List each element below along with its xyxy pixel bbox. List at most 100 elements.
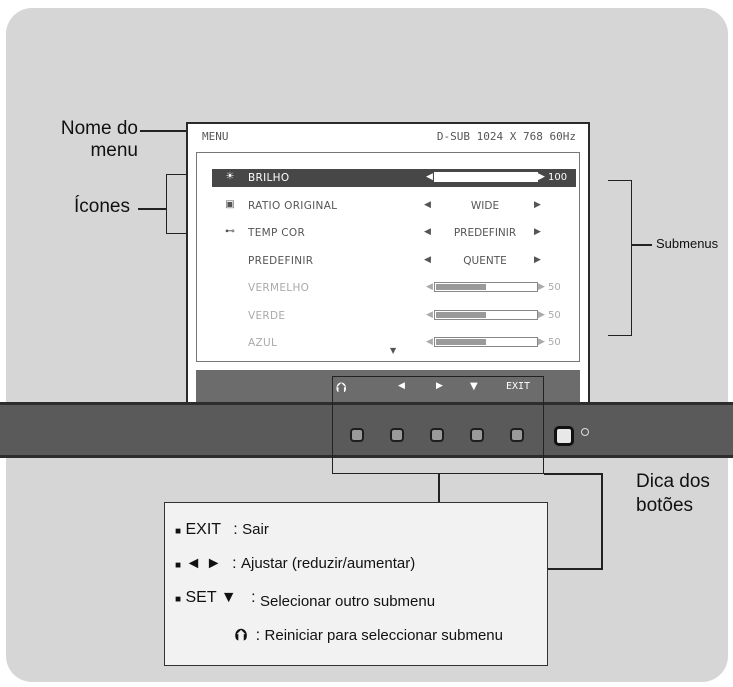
scroll-down-icon: ▼ bbox=[390, 346, 397, 355]
legend-row-return: ⮉ : Reiniciar para seleccionar submenu bbox=[235, 625, 503, 645]
callout-button-tip-line1: Dica dos bbox=[636, 471, 710, 492]
row-label: PREDEFINIR bbox=[248, 254, 314, 267]
right-arrow-icon: ▶ bbox=[534, 227, 541, 237]
callout-button-tip-line2: botões bbox=[636, 495, 694, 516]
legend-row-adjust: ■ ◄ ► : Ajustar (reduzir/aumentar) bbox=[175, 555, 415, 573]
power-button[interactable] bbox=[554, 426, 574, 446]
right-arrow-icon: ▶ bbox=[436, 381, 443, 391]
osd-row-predefinir[interactable]: PREDEFINIR ◀ QUENTE ▶ bbox=[212, 252, 576, 270]
osd-signal-info: D-SUB 1024 X 768 60Hz bbox=[436, 130, 576, 143]
legend-desc: Sair bbox=[242, 521, 269, 538]
down-arrow-icon: ▼ bbox=[470, 381, 478, 392]
left-arrow-icon: ◀ bbox=[424, 199, 431, 210]
osd-menu-panel bbox=[196, 152, 580, 362]
leader-legend bbox=[438, 474, 440, 502]
level-bar[interactable] bbox=[434, 282, 538, 292]
bracket-submenus bbox=[608, 180, 632, 336]
legend-desc: Ajustar (reduzir/aumentar) bbox=[240, 555, 416, 572]
left-arrow-icon: ◀ bbox=[424, 227, 431, 237]
right-arrow-icon: ▶ bbox=[538, 172, 545, 182]
legend-sep: : bbox=[232, 555, 237, 572]
aspect-icon: ▣ bbox=[225, 198, 235, 210]
leader-menu-name bbox=[140, 130, 190, 132]
left-arrow-icon: ◀ bbox=[426, 282, 433, 292]
right-arrow-icon: ▶ bbox=[534, 254, 541, 265]
row-label: BRILHO bbox=[248, 172, 290, 184]
bullet-icon: ■ bbox=[175, 594, 182, 605]
callout-submenus: Submenus bbox=[656, 236, 719, 251]
set-button[interactable] bbox=[470, 428, 484, 442]
button-highlight-box bbox=[332, 376, 544, 474]
callout-menu-name: Nome do menu bbox=[48, 118, 138, 162]
menu-button[interactable] bbox=[350, 428, 364, 442]
legend-key: SET ▼ bbox=[185, 589, 237, 606]
sun-icon: ☀ bbox=[225, 171, 235, 182]
legend-key: EXIT bbox=[185, 521, 221, 538]
monitor-bezel bbox=[0, 402, 733, 458]
leader-submenus bbox=[632, 244, 652, 246]
right-arrow-icon: ▶ bbox=[538, 282, 545, 292]
row-label: RATIO ORIGINAL bbox=[248, 199, 338, 212]
leader-tip-h1 bbox=[544, 473, 602, 475]
legend-sep: : bbox=[251, 589, 256, 606]
level-bar-fill bbox=[436, 339, 486, 345]
level-value: 50 bbox=[548, 337, 561, 348]
row-label: TEMP COR bbox=[248, 227, 306, 239]
row-label: VERDE bbox=[248, 309, 286, 322]
bracket-icons bbox=[166, 174, 188, 234]
button-legend: ■ EXIT : Sair ■ ◄ ► : Ajustar (reduzir/a… bbox=[164, 502, 548, 666]
option-value: QUENTE bbox=[463, 254, 507, 267]
level-value: 50 bbox=[548, 282, 561, 293]
left-right-arrows-icon: ◄ ► bbox=[185, 555, 222, 572]
legend-sep: : bbox=[255, 627, 261, 644]
option-value: PREDEFINIR bbox=[453, 227, 517, 239]
level-value: 100 bbox=[548, 172, 568, 183]
left-button[interactable] bbox=[390, 428, 404, 442]
level-bar-fill bbox=[436, 174, 536, 180]
legend-row-exit: ■ EXIT : Sair bbox=[175, 521, 269, 539]
exit-label: EXIT bbox=[506, 381, 531, 392]
osd-menu-title: MENU bbox=[202, 130, 229, 143]
left-arrow-icon: ◀ bbox=[426, 309, 433, 320]
level-bar-fill bbox=[436, 311, 486, 318]
callout-icons: Ícones bbox=[74, 196, 130, 217]
level-bar[interactable] bbox=[434, 172, 538, 182]
level-bar[interactable] bbox=[434, 309, 538, 320]
return-icon: ⮉ bbox=[336, 380, 347, 396]
osd-row-verde[interactable]: VERDE ◀ ▶50 bbox=[212, 307, 576, 325]
leader-tip-h2 bbox=[548, 568, 603, 570]
exit-button[interactable] bbox=[510, 428, 524, 442]
legend-desc: Reiniciar para seleccionar submenu bbox=[264, 627, 503, 644]
level-bar-fill bbox=[436, 284, 486, 290]
row-label: VERMELHO bbox=[248, 282, 310, 294]
right-button[interactable] bbox=[430, 428, 444, 442]
callout-button-tip: Dica dos botões bbox=[636, 470, 710, 518]
legend-row-set: ■ SET ▼ : Selecionar outro submenu bbox=[175, 589, 436, 610]
callout-menu-name-line1: Nome do bbox=[60, 118, 138, 139]
row-label: AZUL bbox=[248, 337, 278, 349]
left-arrow-icon: ◀ bbox=[426, 337, 433, 347]
osd-row-brilho[interactable]: ☀ BRILHO ◀ ▶100 bbox=[212, 169, 576, 187]
legend-desc: Selecionar outro submenu bbox=[259, 593, 436, 610]
callout-menu-name-line2: menu bbox=[90, 140, 138, 161]
power-icon bbox=[581, 428, 589, 436]
osd-row-temp-cor[interactable]: ⊷ TEMP COR ◀ PREDEFINIR ▶ bbox=[212, 224, 576, 242]
left-arrow-icon: ◀ bbox=[398, 381, 405, 391]
right-arrow-icon: ▶ bbox=[538, 309, 545, 320]
bullet-icon: ■ bbox=[175, 560, 182, 571]
leader-icons bbox=[138, 208, 166, 210]
return-icon: ⮉ bbox=[235, 625, 248, 644]
level-value: 50 bbox=[548, 309, 561, 321]
left-arrow-icon: ◀ bbox=[426, 172, 433, 182]
right-arrow-icon: ▶ bbox=[534, 199, 541, 210]
thermometer-icon: ⊷ bbox=[225, 226, 235, 237]
right-arrow-icon: ▶ bbox=[538, 337, 545, 347]
level-bar[interactable] bbox=[434, 337, 538, 347]
osd-row-vermelho[interactable]: VERMELHO ◀ ▶50 bbox=[212, 279, 576, 297]
leader-tip-v bbox=[601, 473, 603, 569]
left-arrow-icon: ◀ bbox=[424, 254, 431, 265]
option-value: WIDE bbox=[470, 199, 500, 212]
bullet-icon: ■ bbox=[175, 526, 182, 537]
osd-row-azul[interactable]: AZUL ◀ ▶50 bbox=[212, 334, 576, 352]
osd-row-ratio-original[interactable]: ▣ RATIO ORIGINAL ◀ WIDE ▶ bbox=[212, 197, 576, 215]
